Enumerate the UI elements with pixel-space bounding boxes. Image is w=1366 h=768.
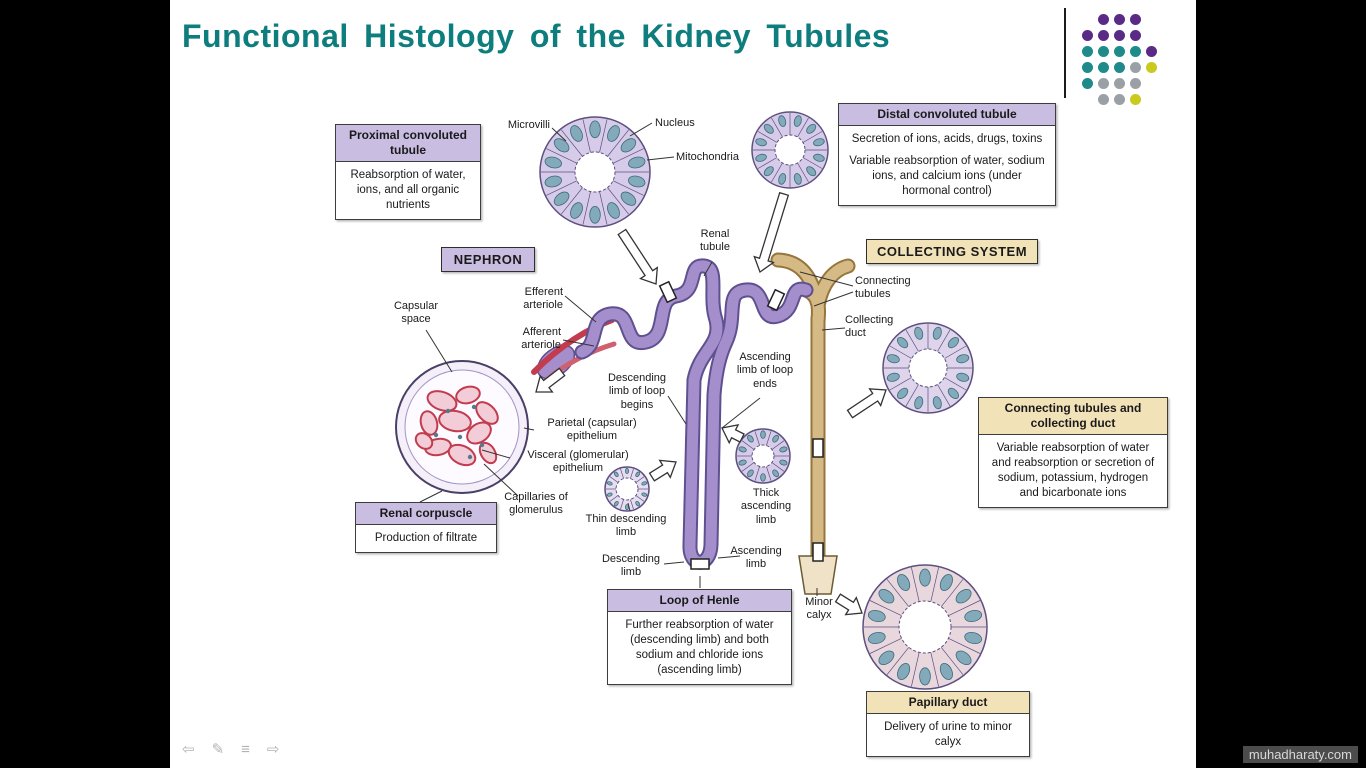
info-box-body: Further reabsorption of water (descendin… [625, 619, 774, 676]
logo-dot [1098, 46, 1109, 57]
logo-dot [1114, 78, 1125, 89]
logo-dot [1082, 46, 1093, 57]
label-thin-descending-limb: Thin descending limb [585, 513, 667, 539]
info-box-body: Secretion of ions, acids, drugs, toxins [851, 133, 1043, 145]
label-microvilli: Microvilli [507, 119, 550, 131]
slide-menu-button[interactable]: ≡ [241, 741, 250, 758]
label-thick-ascending-limb: Thick ascending limb [740, 487, 792, 526]
label-mitochondria: Mitochondria [676, 151, 739, 163]
logo-dot [1130, 94, 1141, 105]
logo-dot [1130, 62, 1141, 73]
logo-dot [1098, 62, 1109, 73]
nephron-section-tag: NEPHRON [441, 247, 535, 272]
logo-dot [1114, 94, 1125, 105]
info-box-connecting-tubules-collecting-duct: Connecting tubules and collecting duct V… [978, 397, 1168, 508]
info-box-proximal-convoluted-tubule: Proximal convoluted tubule Reabsorption … [335, 124, 481, 220]
logo-separator [1064, 8, 1066, 98]
logo-dot [1130, 78, 1141, 89]
previous-slide-button[interactable]: ⇦ [182, 741, 195, 758]
label-descending-limb: Descending limb [601, 553, 661, 579]
label-visceral-epithelium: Visceral (glomerular) epithelium [527, 449, 629, 475]
info-box-title: Distal convoluted tubule [839, 104, 1055, 126]
next-slide-button[interactable]: ⇨ [266, 741, 280, 758]
logo-dot [1146, 46, 1157, 57]
viewer-toolbar: ⇦ ✎ ≡ ⇨ [182, 742, 280, 757]
label-efferent-arteriole: Efferent arteriole [523, 286, 563, 312]
logo-dot [1098, 94, 1109, 105]
info-box-papillary-duct: Papillary duct Delivery of urine to mino… [866, 691, 1030, 757]
annotate-pen-button[interactable]: ✎ [211, 741, 225, 758]
label-connecting-tubules: Connecting tubules [855, 275, 911, 301]
logo-dot [1130, 46, 1141, 57]
watermark: muhadharaty.com [1242, 746, 1358, 763]
label-collecting-duct: Collecting duct [845, 314, 894, 340]
logo-dot [1114, 46, 1125, 57]
info-box-body: Production of filtrate [374, 532, 478, 544]
info-box-title: Papillary duct [867, 692, 1029, 714]
info-box-body: Delivery of urine to minor calyx [884, 721, 1012, 748]
info-box-distal-convoluted-tubule: Distal convoluted tubule Secretion of io… [838, 103, 1056, 206]
label-descending-limb-begins: Descending limb of loop begins [607, 372, 667, 411]
label-ascending-limb: Ascending limb [730, 545, 782, 571]
info-box-title: Loop of Henle [608, 590, 791, 612]
label-ascending-limb-ends: Ascending limb of loop ends [736, 351, 794, 390]
info-box-title: Connecting tubules and collecting duct [979, 398, 1167, 435]
info-box-body: Variable reabsorption of water and reabs… [991, 442, 1155, 499]
info-box-loop-of-henle: Loop of Henle Further reabsorption of wa… [607, 589, 792, 685]
logo-dot [1082, 30, 1093, 41]
page-title: Functional Histology of the Kidney Tubul… [182, 18, 891, 54]
label-parietal-epithelium: Parietal (capsular) epithelium [547, 417, 637, 443]
logo-dot [1114, 30, 1125, 41]
label-minor-calyx: Minor calyx [805, 596, 833, 622]
label-capsular-space: Capsular space [393, 300, 439, 326]
logo-dot [1098, 14, 1109, 25]
logo-dot [1146, 62, 1157, 73]
logo-dot [1082, 62, 1093, 73]
logo-dot [1098, 78, 1109, 89]
logo-dots-decoration [1082, 14, 1174, 114]
label-nucleus: Nucleus [655, 117, 695, 129]
logo-dot [1130, 14, 1141, 25]
logo-dot [1114, 62, 1125, 73]
info-box-body: Reabsorption of water, ions, and all org… [350, 169, 466, 211]
logo-dot [1114, 14, 1125, 25]
logo-dot [1082, 78, 1093, 89]
logo-dot [1130, 30, 1141, 41]
label-renal-tubule: Renal tubule [700, 228, 730, 254]
info-box-title: Proximal convoluted tubule [336, 125, 480, 162]
label-capillaries-of-glomerulus: Capillaries of glomerulus [504, 491, 568, 517]
info-box-renal-corpuscle: Renal corpuscle Production of filtrate [355, 502, 497, 553]
label-afferent-arteriole: Afferent arteriole [521, 326, 561, 352]
info-box-title: Renal corpuscle [356, 503, 496, 525]
collecting-system-section-tag: COLLECTING SYSTEM [866, 239, 1038, 264]
logo-dot [1098, 30, 1109, 41]
info-box-body: Variable reabsorption of water, sodium i… [849, 154, 1045, 197]
